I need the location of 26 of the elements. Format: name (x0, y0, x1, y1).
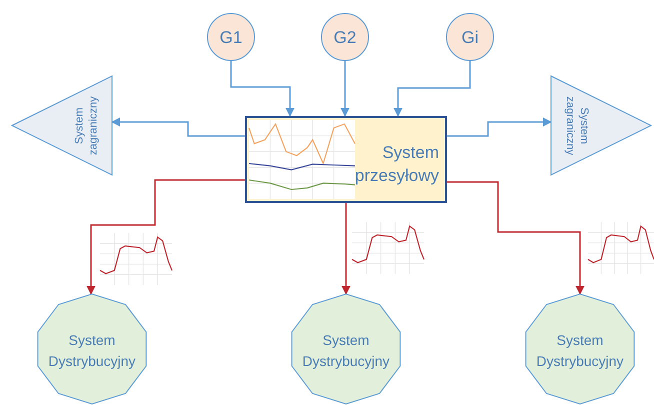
node-label: System Dystrybucyjny (47, 331, 137, 371)
node-label: Gi (460, 27, 480, 48)
arrow (86, 179, 245, 295)
decagon-node (523, 294, 637, 404)
node-label: G2 (332, 27, 358, 48)
process-box (245, 116, 447, 203)
decagon-node (289, 294, 403, 404)
arrow (342, 203, 350, 295)
arrow (447, 181, 584, 295)
triangle-node (12, 76, 112, 175)
node-label: System zagraniczny (73, 94, 100, 157)
arrow (394, 61, 471, 117)
arrow (111, 118, 245, 137)
triangle-node (551, 76, 651, 175)
arrow (230, 61, 294, 117)
decagon-node (35, 294, 149, 404)
node-label: G1 (218, 27, 244, 48)
arrow (447, 118, 552, 137)
arrow (340, 61, 350, 117)
circle-node (446, 13, 494, 61)
circle-node (207, 13, 255, 61)
node-label: System Dystrybucyjny (535, 331, 625, 371)
node-label: System Dystrybucyjny (301, 331, 391, 371)
circle-node (321, 13, 369, 61)
node-label: System przesyłowy (354, 142, 439, 187)
node-label: System zagraniczny (563, 94, 590, 157)
